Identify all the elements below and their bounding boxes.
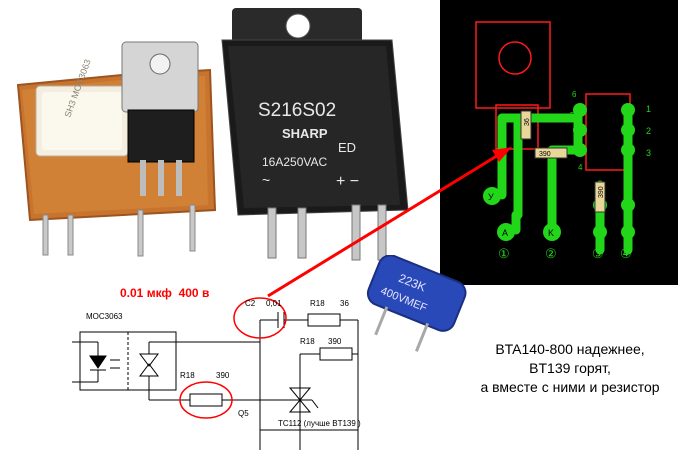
triac-photo — [121, 41, 199, 196]
pcb-resistor-36 — [520, 110, 532, 140]
ssr-model: S216S02 — [258, 100, 336, 121]
schematic-triac-label: TC112 (лучше BT139 ) — [278, 419, 361, 428]
pcb-pin-6: 6 — [572, 90, 577, 99]
component-photo: SH3 MOC3063 S216S02 SHARP ED 16A250VAC ~… — [16, 8, 409, 261]
pcb-resistor-390-a — [534, 147, 568, 159]
pcb-resistor-390-a-label: 390 — [539, 151, 551, 158]
highlight-resistor — [179, 381, 233, 419]
schematic: MOC3063 C2 0,01 R18 36 R18 390 R18 390 Q… — [72, 297, 361, 450]
schematic-r18-top-value: 36 — [340, 299, 349, 308]
schematic-r18-top-label: R18 — [310, 299, 325, 308]
schematic-r18-left-label: R18 — [180, 371, 195, 380]
capacitor-photo: 223K 400VMEF — [366, 255, 467, 352]
reliability-note: BTA140-800 надежнее, BT139 горят, а вмес… — [470, 340, 670, 397]
schematic-r18-top — [307, 313, 341, 327]
ssr-brand: SHARP — [282, 126, 328, 141]
pcb-pin-2: 2 — [646, 126, 651, 136]
pcb-circled-3: ③ — [592, 246, 604, 261]
capacitor-note: 0.01 мкф 400 в — [120, 286, 210, 300]
pcb-circled-4: ④ — [620, 246, 632, 261]
pcb-pin-5: 5 — [570, 111, 575, 120]
note-line-3: а вместе с ними и резистор — [480, 379, 660, 395]
pcb-resistor-390-b-label: 390 — [598, 186, 605, 198]
pcb-resistor-390-b — [594, 181, 606, 213]
schematic-r18-mid-value: 390 — [328, 337, 342, 346]
schematic-c2-label: C2 — [245, 299, 256, 308]
pcb-pin-3: 3 — [646, 148, 651, 158]
pcb-resistor-36-label: 36 — [524, 118, 531, 126]
schematic-r18-left — [189, 393, 223, 407]
ssr-rating: 16A250VAC — [262, 155, 327, 169]
schematic-r18-left-value: 390 — [216, 371, 230, 380]
pcb-layout: 36 390 390 6 5 4 1 2 3 У A K ① ② ③ ④ — [440, 0, 678, 285]
ssr-photo: S216S02 SHARP ED 16A250VAC ~ + − — [221, 8, 409, 261]
schematic-q5-label: Q5 — [238, 409, 249, 418]
schematic-r18-mid-label: R18 — [300, 337, 315, 346]
pcb-pin-1: 1 — [646, 104, 651, 114]
schematic-r18-mid — [319, 347, 353, 361]
highlight-capacitor — [233, 297, 287, 339]
ssr-suffix: ED — [338, 140, 356, 155]
pcb-pad-k: K — [548, 228, 554, 238]
pcb-pad-y: У — [488, 192, 494, 202]
note-line-1: BTA140-800 надежнее, — [495, 341, 645, 357]
pcb-pin-4: 4 — [578, 163, 583, 172]
schematic-opto-label: MOC3063 — [86, 312, 123, 321]
note-line-2: BT139 горят, — [529, 360, 611, 376]
pcb-circled-1: ① — [498, 246, 510, 261]
ssr-polarity: + − — [336, 173, 359, 190]
schematic-c2-value: 0,01 — [266, 299, 282, 308]
ssr-tilde: ~ — [262, 172, 270, 188]
pcb-pad-a: A — [502, 228, 508, 238]
pcb-outline-triac — [475, 21, 551, 109]
pcb-circled-2: ② — [545, 246, 557, 261]
